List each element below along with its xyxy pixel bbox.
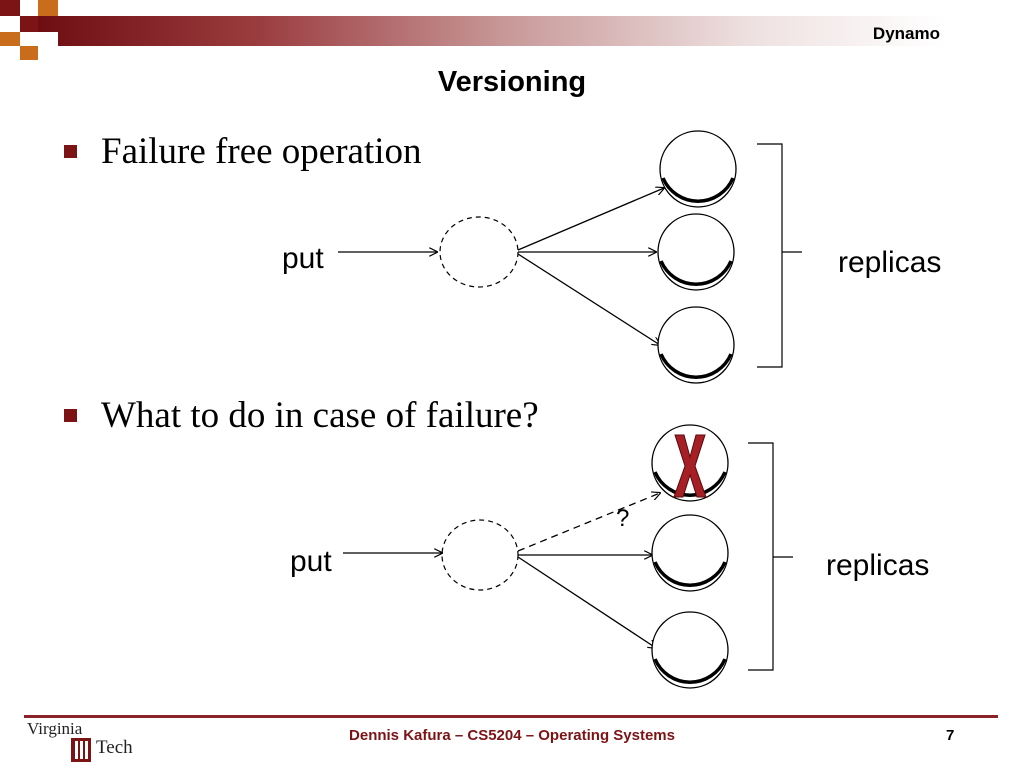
replica-node bbox=[657, 213, 735, 291]
bullet-text: What to do in case of failure? bbox=[101, 395, 539, 436]
x-mark-icon bbox=[673, 434, 707, 498]
slide-title: Versioning bbox=[437, 66, 587, 98]
header-gradient-bar bbox=[38, 16, 1024, 46]
diagram-top: put replicas bbox=[282, 130, 941, 384]
replicas-label: replicas bbox=[826, 549, 929, 582]
replica-node bbox=[659, 130, 737, 208]
page-number: 7 bbox=[946, 727, 955, 744]
square-bullet-icon bbox=[64, 145, 77, 158]
header-square bbox=[20, 0, 38, 16]
bullet-item: What to do in case of failure? bbox=[64, 394, 539, 437]
header-square bbox=[0, 0, 20, 16]
header-square bbox=[0, 16, 20, 32]
diagram-bottom: put ? replicas bbox=[290, 424, 929, 689]
replica-arrow bbox=[517, 188, 664, 251]
bullet-item: Failure free operation bbox=[64, 130, 422, 173]
replica-node bbox=[651, 514, 729, 592]
coordinator-node bbox=[441, 519, 519, 591]
footer-text: Dennis Kafura – CS5204 – Operating Syste… bbox=[349, 727, 675, 744]
logo-mark-icon bbox=[71, 738, 91, 762]
failed-replica-node bbox=[651, 424, 729, 502]
header-square bbox=[38, 0, 58, 16]
replicas-brace bbox=[757, 143, 802, 368]
header-square bbox=[0, 32, 20, 46]
replica-node bbox=[651, 611, 729, 689]
replicas-label: replicas bbox=[838, 246, 941, 279]
replicas-brace bbox=[748, 442, 793, 671]
header-square bbox=[20, 16, 38, 32]
header-square bbox=[38, 32, 58, 46]
put-label: put bbox=[282, 242, 324, 275]
failed-replica-arrow bbox=[517, 493, 660, 552]
header-square bbox=[20, 46, 38, 60]
replica-node bbox=[657, 306, 735, 384]
logo-text-tech: Tech bbox=[96, 737, 133, 758]
square-bullet-icon bbox=[64, 409, 77, 422]
logo-text-virginia: Virginia bbox=[27, 719, 83, 738]
question-label: ? bbox=[616, 505, 629, 532]
section-label: Dynamo bbox=[872, 24, 940, 43]
university-logo: Virginia Tech bbox=[24, 719, 136, 765]
put-label: put bbox=[290, 545, 332, 578]
footer-divider bbox=[24, 715, 998, 718]
coordinator-node bbox=[439, 216, 519, 288]
replica-arrow bbox=[517, 253, 660, 345]
replica-arrow bbox=[517, 556, 656, 648]
bullet-text: Failure free operation bbox=[101, 131, 422, 172]
